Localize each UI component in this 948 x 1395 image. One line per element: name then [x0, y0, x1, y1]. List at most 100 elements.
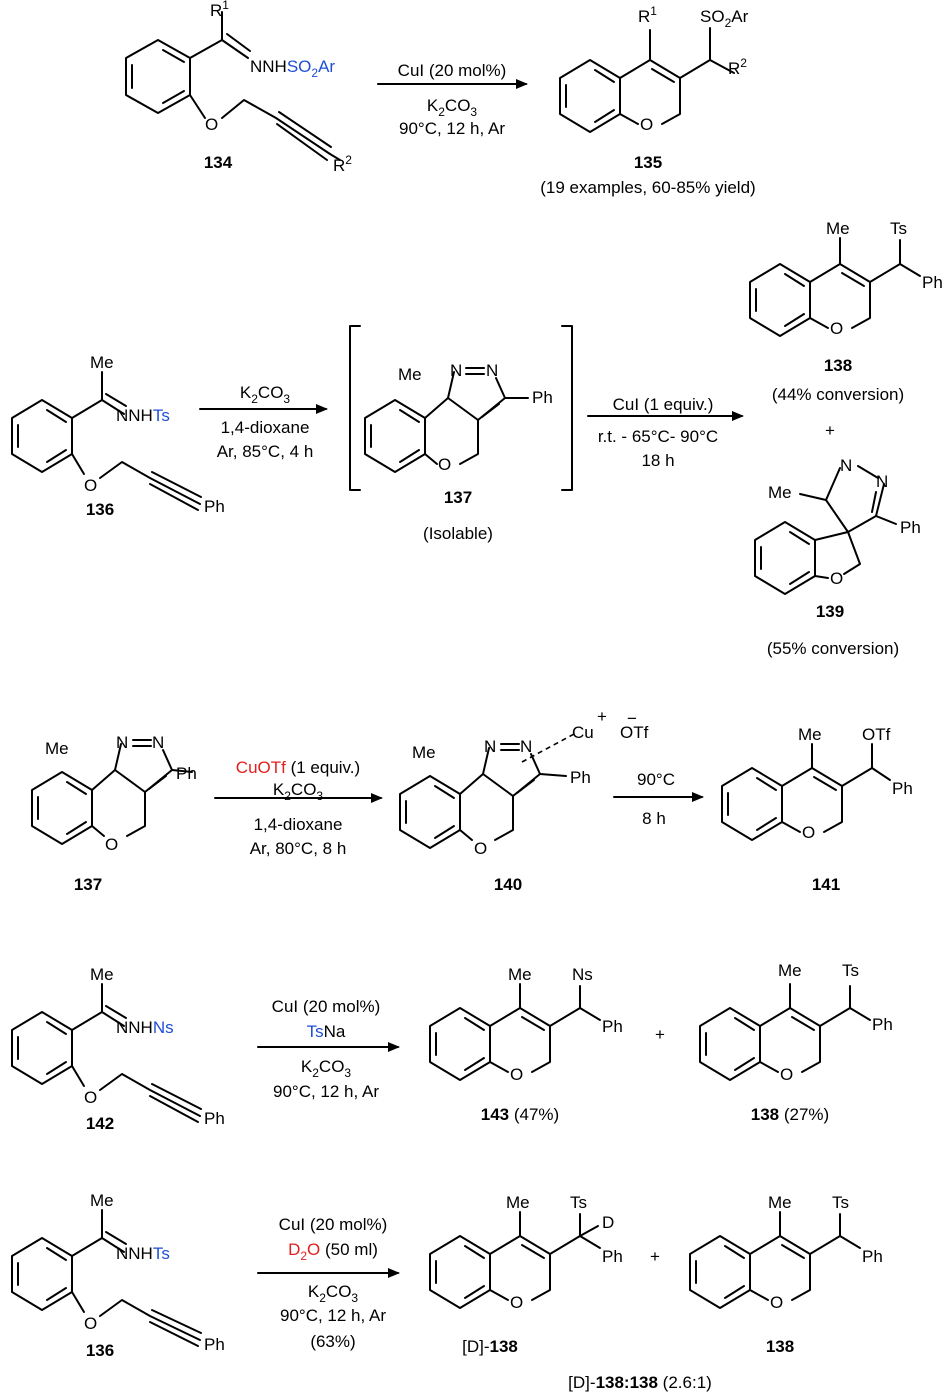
- n1-label-137a: N: [450, 361, 462, 380]
- reaction-arrow-1-head: [516, 79, 528, 89]
- ns-label-143: Ns: [572, 965, 593, 984]
- reaction-arrow-4-head: [388, 1042, 400, 1052]
- ph-label-138a: Ph: [922, 273, 943, 292]
- solvent-3: 1,4-dioxane: [254, 815, 343, 834]
- compound-143-label: 143 (47%): [481, 1105, 559, 1124]
- nnhts-label-136a: NNHTs: [116, 406, 170, 425]
- temp-3b: 90°C: [637, 770, 675, 789]
- compound-139-note: (55% conversion): [767, 639, 899, 658]
- yield-5: (63%): [310, 1332, 355, 1351]
- me-label-137b: Me: [45, 739, 69, 758]
- reagent-cui-2: CuI (1 equiv.): [613, 395, 714, 414]
- me-label-140: Me: [412, 743, 436, 762]
- reagent-cuotf: CuOTf (1 equiv.): [236, 758, 360, 777]
- cu-plus-charge: +: [597, 707, 607, 726]
- compound-137-structure-a: [364, 367, 529, 473]
- compound-136-structure-a: [11, 371, 202, 511]
- me-label-141: Me: [798, 725, 822, 744]
- ph-label-138b: Ph: [872, 1015, 893, 1034]
- n1-label-139: N: [840, 456, 852, 475]
- ph-label-136a: Ph: [204, 497, 225, 516]
- me-label-138a: Me: [826, 219, 850, 238]
- time-2: 18 h: [641, 451, 674, 470]
- plus-sign-2: +: [825, 421, 835, 440]
- reagent-cui-1: CuI (20 mol%): [398, 61, 507, 80]
- d-label-d138: D: [602, 1213, 614, 1232]
- time-3b: 8 h: [642, 809, 666, 828]
- reaction-arrow-5-head: [388, 1268, 400, 1278]
- compound-137-structure-b: [31, 739, 193, 845]
- bracket-left: [349, 325, 361, 491]
- reagent-k2co3-3: K2CO3: [273, 780, 324, 803]
- reagent-cui-5: CuI (20 mol%): [279, 1215, 388, 1234]
- compound-138-structure-a: [749, 237, 921, 337]
- me-label-d138: Me: [506, 1193, 530, 1212]
- compound-134-structure: [125, 11, 341, 161]
- reagent-k2co3-2: K2CO3: [240, 383, 291, 406]
- reagent-cui-4: CuI (20 mol%): [272, 997, 381, 1016]
- o-label-138c: O: [770, 1293, 783, 1312]
- ph-label-137b: Ph: [176, 764, 197, 783]
- compound-141-id: 141: [812, 875, 840, 894]
- n2-label-137a: N: [486, 361, 498, 380]
- reagent-k2co3-1: K2CO3: [427, 96, 478, 119]
- compound-d138-structure: [429, 1211, 601, 1309]
- compound-137-id-a: 137: [444, 488, 472, 507]
- compound-140-id: 140: [494, 875, 522, 894]
- compound-138-note: (44% conversion): [772, 385, 904, 404]
- compound-137-id-b: 137: [74, 875, 102, 894]
- compound-135-id: 135: [634, 153, 662, 172]
- o-label-143: O: [510, 1065, 523, 1084]
- me-label-139: Me: [768, 483, 792, 502]
- plus-sign-5: +: [650, 1247, 660, 1266]
- compound-142-structure: [11, 983, 202, 1123]
- compound-138-structure-b: [699, 983, 871, 1081]
- scheme-5: Me NNHTs O Ph 136 CuI (20 mol%) D2O (50 …: [11, 1191, 883, 1392]
- compound-138-id-a: 138: [824, 356, 852, 375]
- conditions-1: 90°C, 12 h, Ar: [399, 119, 505, 138]
- reagent-tsna: TsNa: [307, 1022, 346, 1041]
- me-label-136b: Me: [90, 1191, 114, 1210]
- r1-label-135: R1: [638, 4, 657, 26]
- scheme-1: R1 NNHSO2Ar O R2 134 CuI (20 mol%) K2CO3…: [125, 0, 756, 197]
- temps-2: r.t. - 65°C- 90°C: [598, 427, 718, 446]
- cu-coordination-dash: [521, 733, 575, 763]
- ph-label-137a: Ph: [532, 388, 553, 407]
- me-label-138b: Me: [778, 961, 802, 980]
- compound-136-structure-b: [11, 1209, 202, 1347]
- compound-140-structure: [399, 743, 567, 849]
- ph-label-142: Ph: [204, 1109, 225, 1128]
- n2-label-137b: N: [152, 733, 164, 752]
- compound-141-structure: [721, 743, 891, 841]
- otf-anion-label: OTf: [620, 723, 649, 742]
- otf-minus-charge: −: [627, 709, 637, 728]
- conditions-4: 90°C, 12 h, Ar: [273, 1082, 379, 1101]
- conditions-2: Ar, 85°C, 4 h: [217, 442, 314, 461]
- ph-label-136b: Ph: [204, 1335, 225, 1354]
- n1-label-140: N: [484, 737, 496, 756]
- o-label-138a: O: [830, 319, 843, 338]
- ts-label-138a: Ts: [890, 219, 907, 238]
- n1-label-137b: N: [116, 733, 128, 752]
- pyran-o-135: O: [640, 115, 653, 134]
- r1-label: R1: [210, 0, 229, 20]
- me-label-143: Me: [508, 965, 532, 984]
- compound-138-id-c: 138: [766, 1337, 794, 1356]
- nnhns-label-142: NNHNs: [116, 1018, 174, 1037]
- compound-137-note: (Isolable): [423, 524, 493, 543]
- conditions-5: 90°C, 12 h, Ar: [280, 1306, 386, 1325]
- compound-135-structure: [559, 27, 735, 133]
- o-label-136b: O: [84, 1314, 97, 1333]
- me-label-137a: Me: [398, 365, 422, 384]
- o-label-138b: O: [780, 1065, 793, 1084]
- o-label-142: O: [84, 1088, 97, 1107]
- compound-136-id-b: 136: [86, 1341, 114, 1360]
- scheme-4: Me NNHNs O Ph 142 CuI (20 mol%) TsNa K2C…: [11, 961, 893, 1133]
- compound-135-note: (19 examples, 60-85% yield): [540, 178, 755, 197]
- ph-label-143: Ph: [602, 1017, 623, 1036]
- o-label-141: O: [802, 823, 815, 842]
- compound-143-structure: [429, 983, 601, 1081]
- ether-o-label: O: [205, 115, 218, 134]
- bracket-right: [561, 325, 573, 491]
- so2ar-label-135: SO2Ar: [700, 7, 749, 30]
